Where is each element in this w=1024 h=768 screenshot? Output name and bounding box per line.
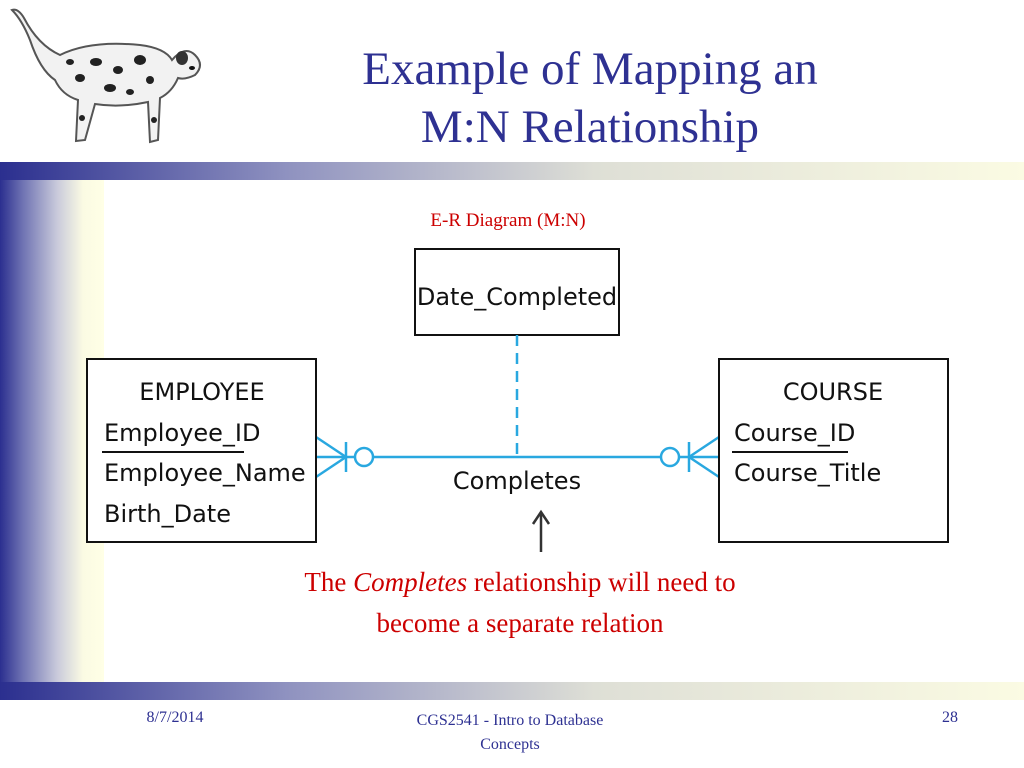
top-gradient-band (0, 162, 1024, 180)
footer-page-number: 28 (942, 709, 958, 726)
note-prefix: The (304, 567, 354, 597)
date-completed-label: Date_Completed (417, 283, 617, 311)
employee-entity-box (86, 358, 317, 543)
course-crowsfoot-icon (659, 435, 720, 479)
course-attr-id: Course_ID (734, 419, 855, 447)
relationship-label: Completes (453, 467, 581, 495)
date-completed-box (414, 248, 620, 336)
course-entity-name: COURSE (783, 378, 883, 406)
course-entity-box (718, 358, 949, 543)
relationship-note: The Completes relationship will need to … (220, 562, 820, 644)
up-arrow-icon (531, 509, 551, 552)
employee-attr-birthdate: Birth_Date (104, 500, 231, 528)
employee-attr-id: Employee_ID (104, 419, 260, 447)
bottom-gradient-band (0, 682, 1024, 700)
employee-attr-name: Employee_Name (104, 459, 306, 487)
footer-course: CGS2541 - Intro to Database Concepts (380, 709, 640, 757)
dalmatian-logo-icon (10, 8, 201, 144)
footer-course-line-1: CGS2541 - Intro to Database (416, 712, 604, 729)
title-line-1: Example of Mapping an (362, 43, 818, 95)
diagram-caption: E-R Diagram (M:N) (430, 210, 585, 231)
note-emphasis: Completes (353, 567, 468, 597)
note-line-2: become a separate relation (376, 608, 664, 638)
note-line1-rest: relationship will need to (467, 567, 736, 597)
note-line-1: The Completes relationship will need to (220, 562, 820, 603)
footer-date: 8/7/2014 (146, 709, 204, 726)
employee-crowsfoot-icon (315, 435, 375, 479)
title-line-2: M:N Relationship (420, 101, 760, 153)
course-attr-title: Course_Title (734, 459, 881, 487)
footer-course-line-2: Concepts (480, 736, 540, 753)
slide-title: Example of Mapping an M:N Relationship (240, 40, 940, 156)
employee-entity-name: EMPLOYEE (139, 378, 264, 406)
